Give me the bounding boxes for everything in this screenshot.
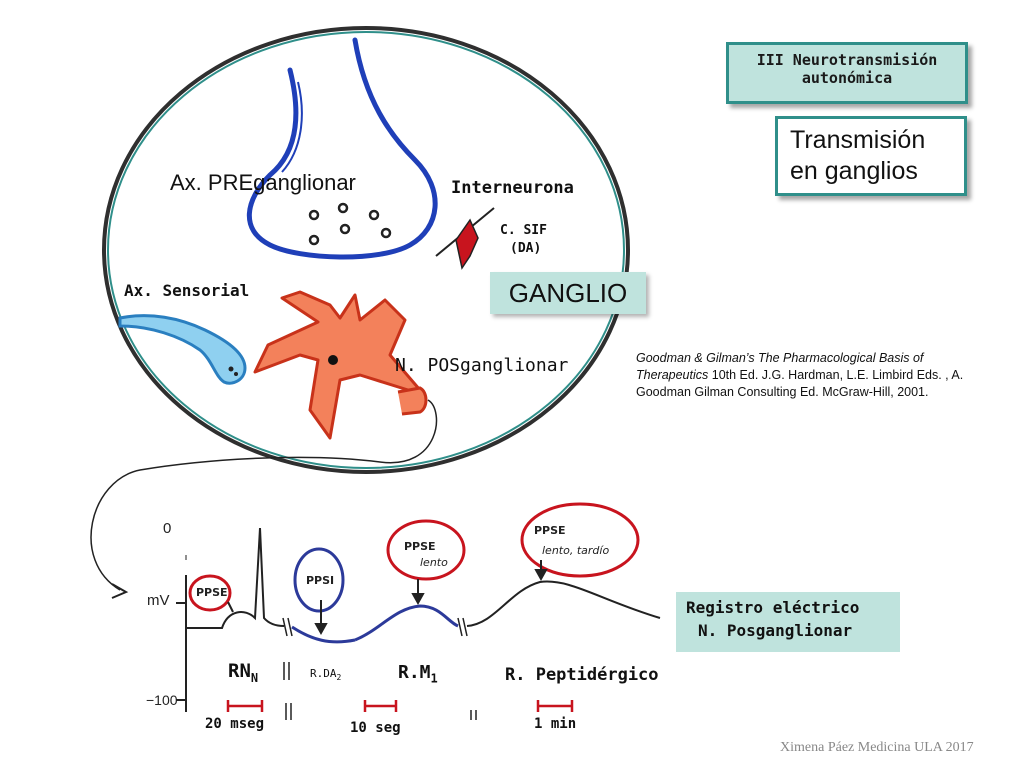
reference-citation: Goodman & Gilman’s The Pharmacological B… <box>636 350 966 401</box>
axis-min-label: −100 <box>146 692 178 708</box>
title-line2: en ganglios <box>790 157 918 185</box>
label-r-peptidergico: R. Peptidérgico <box>505 665 659 685</box>
highlight-ppse-late <box>520 502 640 578</box>
postganglionic-neuron <box>253 290 422 440</box>
sensory-axon <box>118 314 247 385</box>
label-rda-main: R.DA <box>310 667 337 680</box>
scale-1-min: 1 min <box>534 716 577 732</box>
label-ppse-slow: PPSE <box>404 540 436 553</box>
title-line1: Transmisión <box>790 126 926 154</box>
registro-line2: N. Posganglionar <box>698 621 853 640</box>
registro-box: Registro eléctrico N. Posganglionar <box>676 592 900 652</box>
ganglion-circle <box>102 26 630 474</box>
sif-cell <box>435 207 495 270</box>
trace-ppse-late <box>466 580 661 627</box>
trace-ppsi <box>291 625 356 644</box>
label-ppsi: PPSI <box>306 574 335 587</box>
trace-fast <box>186 527 285 629</box>
label-rda-sub: 2 <box>336 673 342 683</box>
vesicles <box>308 202 392 246</box>
label-rnn-sub: N <box>250 670 259 685</box>
scale-10-seg: 10 seg <box>350 720 401 736</box>
ganglio-badge: GANGLIO <box>490 272 646 314</box>
label-rnn: RNN <box>228 660 258 685</box>
topic-line1: III Neurotransmisión <box>756 51 938 69</box>
reference-title: Goodman & Gilman’s The Pharmacological B… <box>636 351 924 382</box>
topic-line2: autonómica <box>801 69 893 87</box>
label-n-pos: N. POSganglionar <box>395 355 568 376</box>
label-c-sif-da: (DA) <box>510 241 542 256</box>
axis-zero-label: 0 <box>163 520 172 537</box>
label-n-pos-text: N. POSganglionar <box>395 355 569 376</box>
highlight-ppsi <box>293 547 345 613</box>
footer-credit: Ximena Páez Medicina ULA 2017 <box>780 740 974 755</box>
scale-20-mseg: 20 mseg <box>205 716 265 732</box>
axis-unit-label: mV <box>147 592 170 609</box>
label-rda: R.DA2 <box>310 667 341 682</box>
preganglionic-terminal <box>246 37 438 260</box>
label-rm-main: R.M <box>398 662 431 683</box>
label-ax-pre: Ax. PREganglionar <box>170 170 356 195</box>
trace-ppse-slow <box>354 604 459 642</box>
label-c-sif: C. SIF <box>500 223 547 238</box>
label-ppse-late: PPSE <box>534 524 566 537</box>
label-ppse-fast: PPSE <box>196 586 228 599</box>
label-rm: R.M1 <box>398 662 438 686</box>
time-scale-bars <box>226 700 574 712</box>
label-ax-sensorial: Ax. Sensorial <box>124 281 250 300</box>
highlight-ppse <box>188 574 232 612</box>
label-interneurona: Interneurona <box>451 178 574 198</box>
registro-line1: Registro eléctrico <box>686 598 860 617</box>
topic-box: III Neurotransmisión autonómica <box>726 42 968 104</box>
highlight-ppse-slow <box>386 519 466 581</box>
label-ppse-slow-note: lento <box>420 556 448 569</box>
reference-details: 10th Ed. J.G. Hardman, L.E. Limbird Eds.… <box>636 368 964 399</box>
label-rnn-main: RN <box>228 660 251 682</box>
label-ppse-late-note: lento, tardío <box>542 544 610 557</box>
title-box: Transmisión en ganglios <box>775 116 967 196</box>
label-rm-sub: 1 <box>430 671 438 686</box>
